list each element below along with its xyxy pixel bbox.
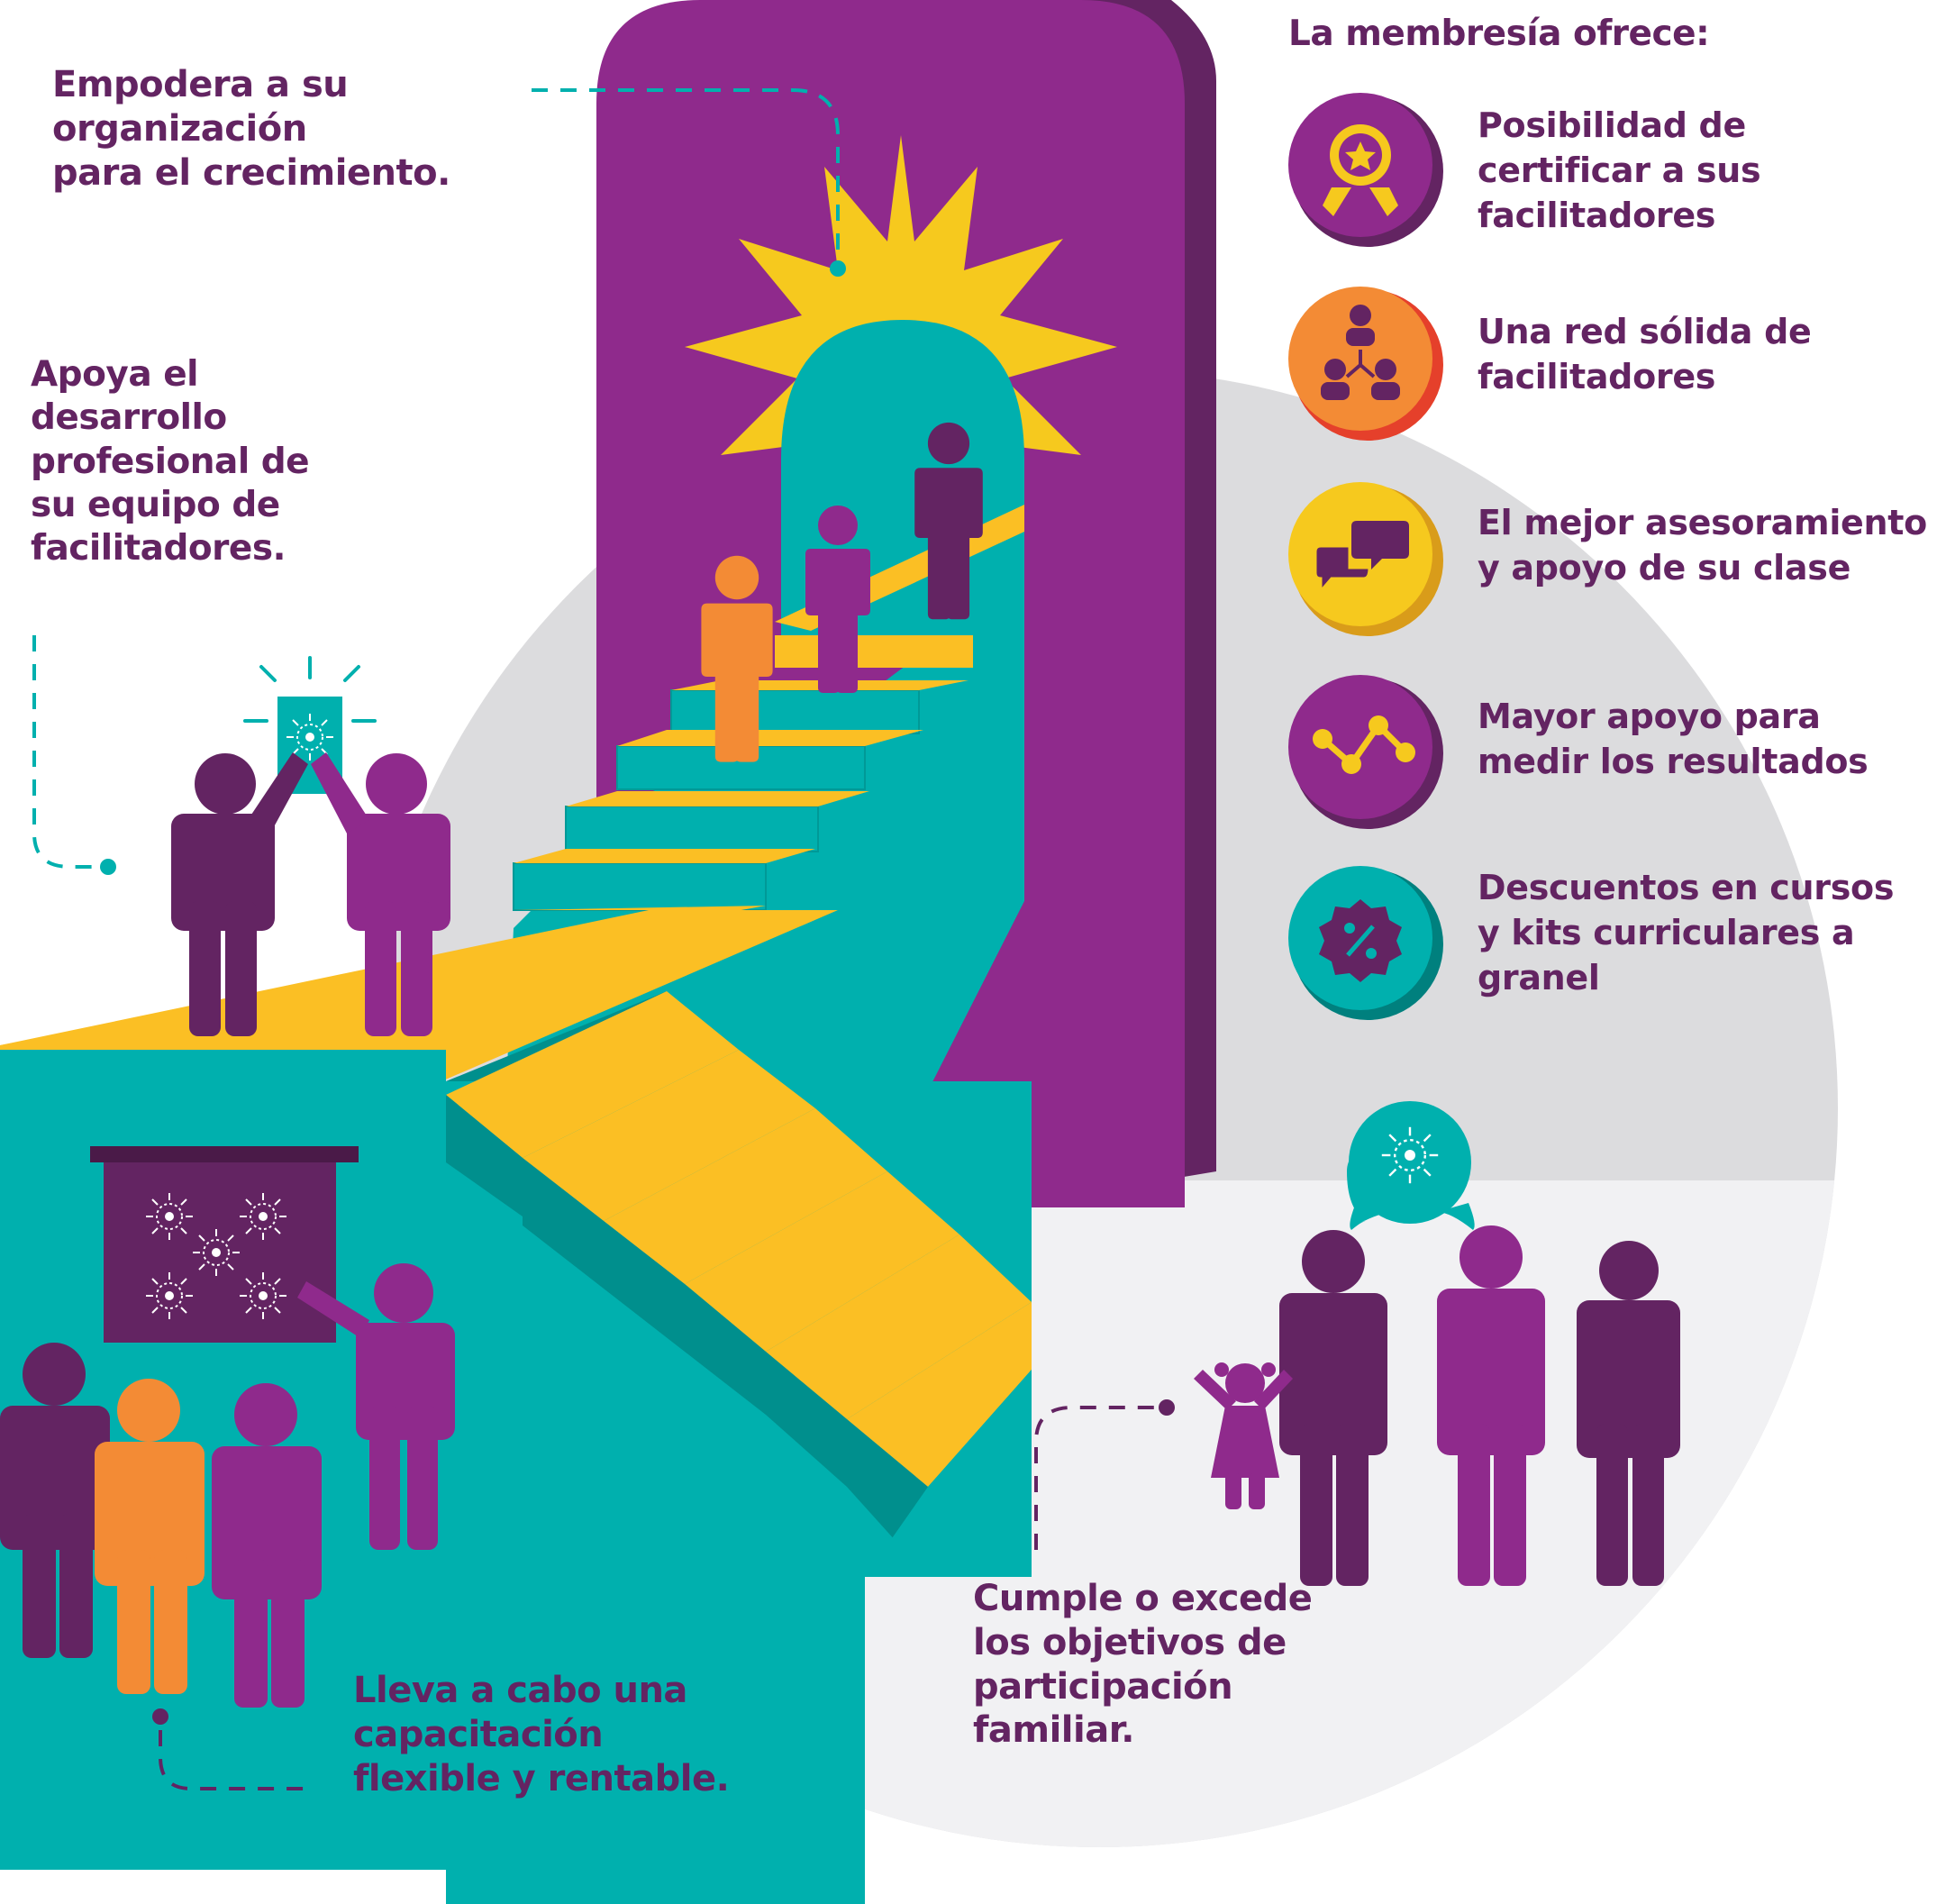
benefit-line: medir los resultados bbox=[1478, 742, 1869, 782]
callout-line: capacitación bbox=[353, 1713, 604, 1755]
benefit-line: Posibilidad de bbox=[1478, 105, 1746, 145]
benefit-item-network: Una red sólida de facilitadores bbox=[1478, 309, 1812, 399]
benefit-line: Mayor apoyo para bbox=[1478, 697, 1821, 736]
chat-bubbles-icon bbox=[1288, 482, 1443, 636]
benefit-line: granel bbox=[1478, 958, 1600, 998]
callout-line: flexible y rentable. bbox=[353, 1757, 730, 1799]
lower-staircase bbox=[446, 991, 1032, 1577]
benefit-line: facilitadores bbox=[1478, 357, 1716, 397]
person-pointing bbox=[297, 1263, 455, 1550]
network-people-icon bbox=[1288, 287, 1443, 441]
callout-training: Lleva a cabo una capacitación flexible y… bbox=[353, 1669, 730, 1800]
benefit-line: facilitadores bbox=[1478, 196, 1716, 236]
presentation-board bbox=[90, 1146, 359, 1343]
award-ribbon-icon bbox=[1288, 93, 1443, 247]
callout-line: participación bbox=[973, 1665, 1233, 1708]
callout-line: organización bbox=[52, 107, 307, 150]
people-family bbox=[1194, 1225, 1680, 1586]
callout-empower: Empodera a su organización para el creci… bbox=[52, 63, 450, 195]
membership-heading: La membresía ofrece: bbox=[1288, 14, 1710, 54]
people-audience bbox=[0, 1343, 322, 1708]
benefit-item-advice: El mejor asesoramiento y apoyo de su cla… bbox=[1478, 500, 1927, 590]
benefit-line: El mejor asesoramiento bbox=[1478, 503, 1927, 542]
callout-support: Apoya el desarrollo profesional de su eq… bbox=[31, 353, 310, 571]
callout-line: profesional de bbox=[31, 441, 310, 482]
callout-line: familiar. bbox=[973, 1709, 1134, 1752]
callout-line: Lleva a cabo una bbox=[353, 1670, 687, 1711]
people-highfive bbox=[171, 752, 450, 1036]
benefit-item-results: Mayor apoyo para medir los resultados bbox=[1478, 694, 1869, 784]
benefit-item-discounts: Descuentos en cursos y kits curriculares… bbox=[1478, 865, 1894, 1000]
benefit-line: Una red sólida de bbox=[1478, 312, 1812, 351]
benefit-line: Descuentos en cursos bbox=[1478, 868, 1895, 907]
connector-dots bbox=[100, 260, 1175, 1725]
callout-line: su equipo de bbox=[31, 485, 280, 526]
dashed-connectors bbox=[32, 88, 1167, 1790]
raised-frame bbox=[243, 656, 377, 794]
discount-badge-icon bbox=[1288, 866, 1443, 1020]
callout-line: para el crecimiento. bbox=[52, 151, 450, 194]
benefit-line: y kits curriculares a bbox=[1478, 913, 1855, 953]
callout-line: Apoya el bbox=[31, 354, 199, 395]
callout-line: los objetivos de bbox=[973, 1621, 1287, 1663]
trend-line-icon bbox=[1288, 675, 1443, 829]
callout-line: Empodera a su bbox=[52, 64, 349, 105]
benefit-line: y apoyo de su clase bbox=[1478, 548, 1851, 588]
benefit-item-certify: Posibilidad de certificar a sus facilita… bbox=[1478, 103, 1761, 238]
callout-line: facilitadores. bbox=[31, 528, 286, 569]
callout-line: Cumple o excede bbox=[973, 1578, 1313, 1619]
benefit-line: certificar a sus bbox=[1478, 150, 1761, 191]
callout-line: desarrollo bbox=[31, 397, 227, 439]
speech-bubble bbox=[1347, 1101, 1475, 1230]
callout-family: Cumple o excede los objetivos de partici… bbox=[973, 1577, 1313, 1753]
